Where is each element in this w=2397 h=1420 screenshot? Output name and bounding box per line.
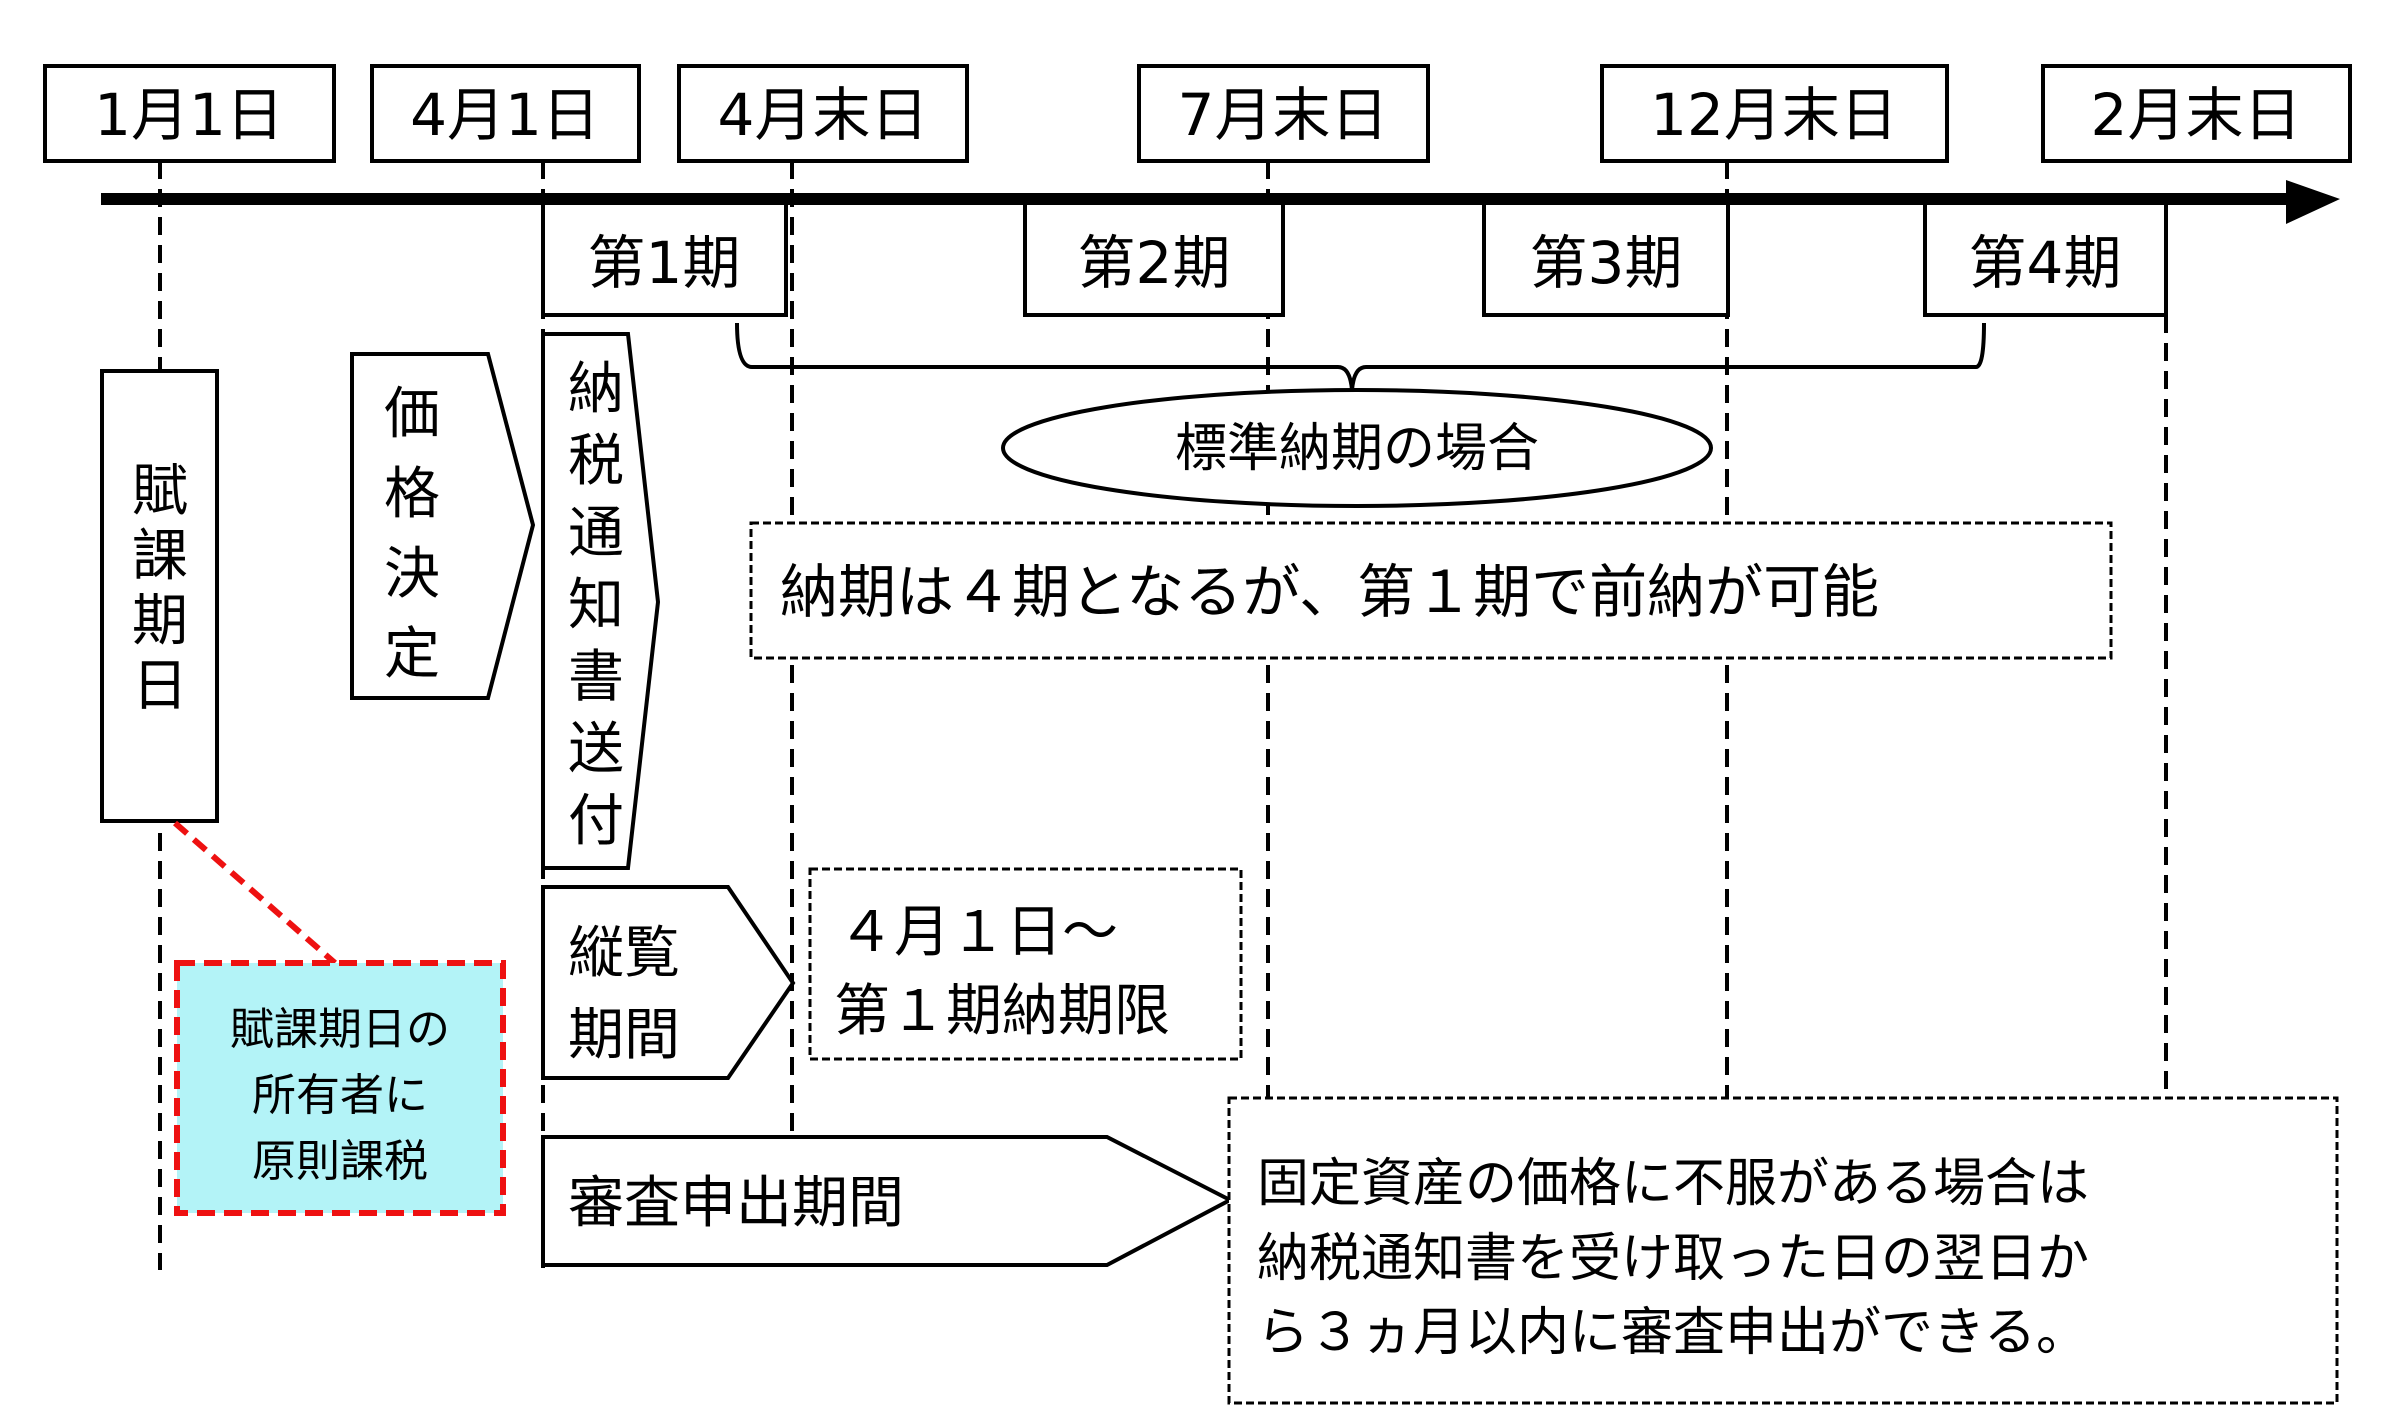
price-decision-label: 価 格 決 定 xyxy=(384,382,440,687)
standard-payment-brace xyxy=(735,322,1986,391)
tax-notice-label: 納 税 通 知 書 送 付 xyxy=(568,357,624,854)
tax-notice-char: 通 xyxy=(568,501,624,566)
date-box-jan1 xyxy=(43,64,336,163)
date-label: 2月末日 xyxy=(2091,81,2302,149)
date-label: 4月1日 xyxy=(410,81,600,149)
prepayment-note-text: 納期は４期となるが、第１期で前納が可能 xyxy=(780,558,1879,626)
date-box-feb-end xyxy=(2041,64,2352,163)
period-label: 第1期 xyxy=(588,229,741,297)
date-box-dec-end xyxy=(1600,64,1949,163)
assessment-date-char: 日 xyxy=(132,654,188,719)
inspection-period-line: 期間 xyxy=(568,1003,680,1068)
payment-periods: 第1期 第2期 第3期 第4期 xyxy=(541,201,2168,317)
tax-notice-arrow xyxy=(541,332,661,870)
inspection-period-line: 縦覧 xyxy=(568,921,680,986)
callout-line: 原則課税 xyxy=(252,1136,428,1187)
date-label: 7月末日 xyxy=(1178,81,1389,149)
price-decision-char: 格 xyxy=(384,462,440,527)
period-label: 第4期 xyxy=(1969,229,2122,297)
price-decision-arrow xyxy=(350,352,536,700)
price-decision-char: 価 xyxy=(384,382,440,447)
tax-notice-char: 付 xyxy=(568,789,624,854)
price-decision-char: 定 xyxy=(384,622,440,687)
tax-notice-char: 税 xyxy=(568,429,624,494)
assessment-date-char: 課 xyxy=(132,524,188,589)
prepayment-note-box xyxy=(749,521,2113,660)
tax-notice-char: 送 xyxy=(568,717,624,782)
price-decision-char: 決 xyxy=(384,542,440,607)
inspection-range-box xyxy=(808,867,1243,1061)
period-box-1 xyxy=(541,201,788,317)
date-labels: 1月1日 4月1日 4月末日 7月末日 12月末日 2月末日 xyxy=(43,64,2352,163)
assessment-date-char: 期 xyxy=(132,589,188,654)
review-request-note: 固定資産の価格に不服がある場合は 納税通知書を受け取った日の翌日か ら３ヵ月以内… xyxy=(1257,1154,2089,1363)
date-label: 4月末日 xyxy=(718,81,929,149)
review-request-arrow xyxy=(541,1135,1235,1267)
inspection-range-line: ４月１日～ xyxy=(838,900,1118,965)
assessment-date-char: 賦 xyxy=(132,459,188,524)
review-note-line: 固定資産の価格に不服がある場合は xyxy=(1257,1154,2089,1214)
review-request-note-box xyxy=(1227,1096,2339,1405)
inspection-period-arrow xyxy=(541,885,796,1080)
date-box-apr1 xyxy=(370,64,641,163)
callout-line: 所有者に xyxy=(252,1070,428,1121)
period-label: 第2期 xyxy=(1078,229,1231,297)
callout-leader-line xyxy=(173,820,337,966)
period-box-2 xyxy=(1023,201,1285,317)
inspection-range-line: 第１期納期限 xyxy=(834,979,1170,1044)
tax-principle-callout xyxy=(174,960,506,1216)
arrowhead-icon xyxy=(2286,180,2340,224)
tax-notice-char: 知 xyxy=(568,573,624,638)
standard-payment-label: 標準納期の場合 xyxy=(1175,419,1539,479)
date-box-jul-end xyxy=(1137,64,1430,163)
period-box-4 xyxy=(1923,201,2168,317)
assessment-date-box xyxy=(100,369,219,823)
date-label: 12月末日 xyxy=(1650,81,1898,149)
assessment-date-label: 賦 課 期 日 xyxy=(132,459,188,719)
inspection-range-text: ４月１日～ 第１期納期限 xyxy=(834,900,1170,1044)
standard-payment-oval xyxy=(1001,388,1713,508)
review-note-line: 納税通知書を受け取った日の翌日か xyxy=(1257,1229,2089,1289)
review-request-label: 審査申出期間 xyxy=(568,1171,904,1236)
tax-notice-char: 納 xyxy=(568,357,624,422)
inspection-period-label: 縦覧 期間 xyxy=(568,921,680,1068)
tax-principle-text: 賦課期日の 所有者に 原則課税 xyxy=(230,1004,450,1187)
period-label: 第3期 xyxy=(1530,229,1683,297)
period-box-3 xyxy=(1482,201,1730,317)
callout-line: 賦課期日の xyxy=(230,1004,450,1055)
date-label: 1月1日 xyxy=(94,81,284,149)
review-note-line: ら３ヵ月以内に審査申出ができる。 xyxy=(1257,1303,2088,1363)
tax-notice-char: 書 xyxy=(568,645,624,710)
date-box-apr-end xyxy=(677,64,969,163)
